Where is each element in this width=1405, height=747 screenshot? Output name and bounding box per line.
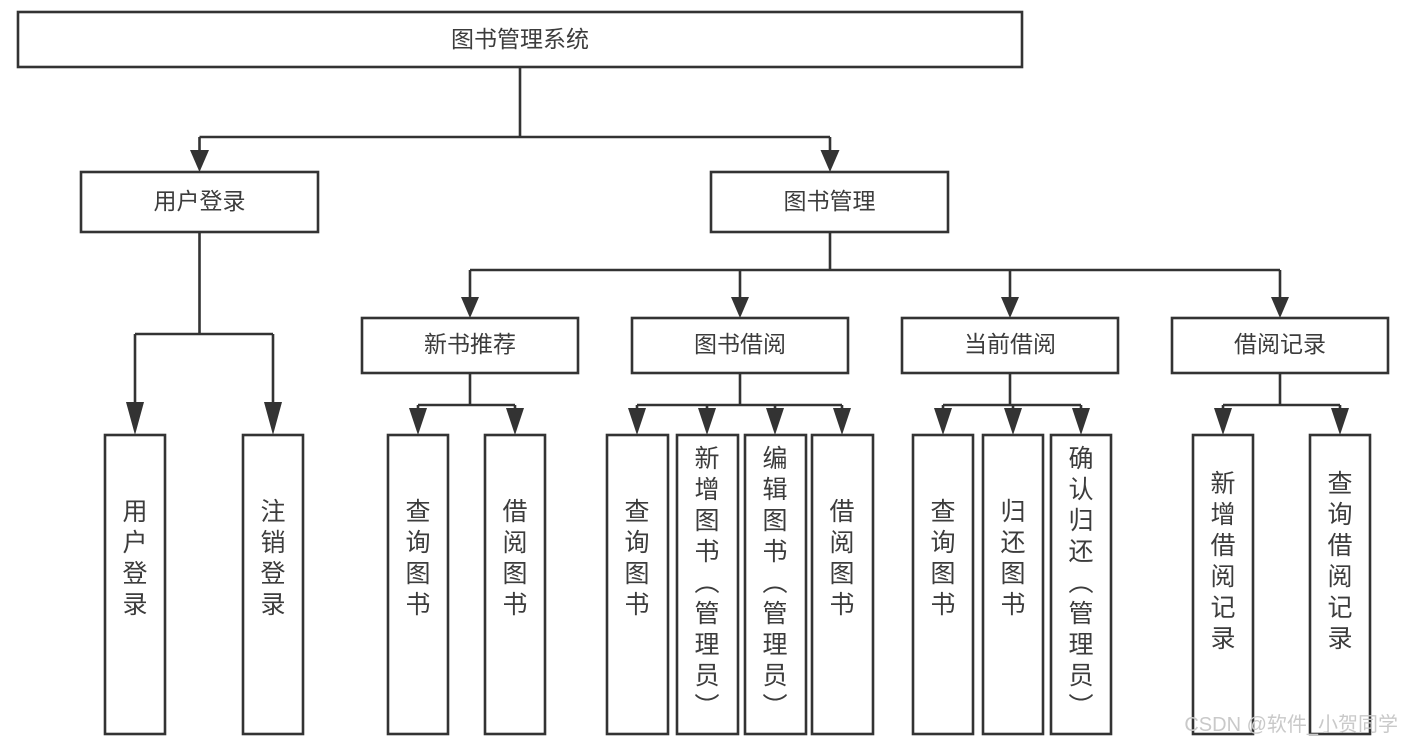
node-new-book-rec-box[interactable] bbox=[360, 316, 580, 375]
arrow-head-borrow-record bbox=[1271, 297, 1289, 318]
node-leaf-user-login-label: 用户登录 bbox=[122, 498, 147, 619]
node-leaf-query-book-rec-box[interactable] bbox=[386, 433, 450, 736]
node-root-label: 图书管理系统 bbox=[451, 26, 589, 52]
arrow-head-leaf-borrow-book bbox=[833, 408, 851, 435]
arrow-head-leaf-user-login bbox=[126, 402, 144, 435]
node-leaf-borrow-book-rec-box[interactable] bbox=[483, 433, 547, 736]
arrow-head-book-borrow bbox=[731, 297, 749, 318]
node-book-borrow[interactable]: 图书借阅 bbox=[630, 316, 850, 375]
arrow-head-leaf-query-book-rec bbox=[409, 408, 427, 435]
node-leaf-query-record-label: 查询借阅记录 bbox=[1327, 470, 1352, 653]
node-new-book-rec-label: 新书推荐 bbox=[424, 331, 516, 357]
node-leaf-borrow-book-rec[interactable]: 借阅图书 bbox=[483, 433, 547, 736]
arrow-head-leaf-edit-book bbox=[766, 408, 784, 435]
arrow-head-current-borrow bbox=[1001, 297, 1019, 318]
arrow-head-leaf-query-book-borrow bbox=[628, 408, 646, 435]
node-leaf-user-logout-label: 注销登录 bbox=[260, 498, 285, 619]
node-leaf-edit-book-box[interactable] bbox=[743, 433, 808, 736]
node-leaf-borrow-book-box[interactable] bbox=[810, 433, 875, 736]
node-current-borrow-label: 当前借阅 bbox=[964, 331, 1056, 357]
node-leaf-add-book[interactable]: 新增图书︵管理员︶ bbox=[675, 433, 740, 736]
arrow-head-leaf-borrow-book-rec bbox=[506, 408, 524, 435]
arrow-head-leaf-query-record bbox=[1331, 408, 1349, 435]
node-book-manage-box[interactable] bbox=[709, 170, 950, 234]
node-leaf-edit-book-label: 编辑图书︵管理员︶ bbox=[762, 445, 787, 721]
node-leaf-query-book-borrow-label: 查询图书 bbox=[624, 498, 649, 619]
arrow-head-leaf-query-book-cur bbox=[934, 408, 952, 435]
node-borrow-record-box[interactable] bbox=[1170, 316, 1390, 375]
node-leaf-query-book-borrow-box[interactable] bbox=[605, 433, 670, 736]
node-leaf-add-record[interactable]: 新增借阅记录 bbox=[1191, 433, 1255, 736]
arrow-head-user-login bbox=[190, 150, 209, 172]
node-leaf-user-login-box[interactable] bbox=[103, 433, 167, 736]
node-leaf-query-book-borrow[interactable]: 查询图书 bbox=[605, 433, 670, 736]
connector-layer bbox=[126, 67, 1349, 435]
node-leaf-confirm-return[interactable]: 确认归还︵管理员︶ bbox=[1049, 433, 1113, 736]
node-leaf-user-logout-box[interactable] bbox=[241, 433, 305, 736]
node-leaf-borrow-book-rec-label: 借阅图书 bbox=[502, 498, 527, 619]
node-user-login-label: 用户登录 bbox=[154, 188, 246, 214]
arrow-head-leaf-add-book bbox=[698, 408, 716, 435]
node-leaf-confirm-return-label: 确认归还︵管理员︶ bbox=[1068, 445, 1093, 721]
node-user-login[interactable]: 用户登录 bbox=[79, 170, 320, 234]
node-book-manage-label: 图书管理 bbox=[784, 188, 876, 214]
node-borrow-record[interactable]: 借阅记录 bbox=[1170, 316, 1390, 375]
node-leaf-return-book[interactable]: 归还图书 bbox=[981, 433, 1045, 736]
node-leaf-query-book-cur[interactable]: 查询图书 bbox=[911, 433, 975, 736]
node-leaf-return-book-label: 归还图书 bbox=[1000, 498, 1025, 619]
node-root-box[interactable] bbox=[16, 10, 1024, 69]
node-book-manage[interactable]: 图书管理 bbox=[709, 170, 950, 234]
node-root[interactable]: 图书管理系统 bbox=[16, 10, 1024, 69]
node-borrow-record-label: 借阅记录 bbox=[1234, 331, 1326, 357]
node-new-book-rec[interactable]: 新书推荐 bbox=[360, 316, 580, 375]
node-leaf-add-record-label: 新增借阅记录 bbox=[1210, 470, 1235, 653]
node-user-login-box[interactable] bbox=[79, 170, 320, 234]
node-book-borrow-box[interactable] bbox=[630, 316, 850, 375]
node-leaf-confirm-return-box[interactable] bbox=[1049, 433, 1113, 736]
arrow-head-book-manage bbox=[820, 150, 840, 172]
node-leaf-add-record-box[interactable] bbox=[1191, 433, 1255, 736]
node-current-borrow-box[interactable] bbox=[900, 316, 1120, 375]
node-leaf-borrow-book[interactable]: 借阅图书 bbox=[810, 433, 875, 736]
node-leaf-user-logout[interactable]: 注销登录 bbox=[241, 433, 305, 736]
arrow-head-new-book-rec bbox=[461, 297, 479, 318]
node-leaf-query-record[interactable]: 查询借阅记录 bbox=[1308, 433, 1372, 736]
node-current-borrow[interactable]: 当前借阅 bbox=[900, 316, 1120, 375]
arrow-head-leaf-return-book bbox=[1004, 408, 1022, 435]
node-leaf-return-book-box[interactable] bbox=[981, 433, 1045, 736]
node-leaf-query-book-rec[interactable]: 查询图书 bbox=[386, 433, 450, 736]
arrow-head-leaf-add-record bbox=[1214, 408, 1232, 435]
node-leaf-add-book-label: 新增图书︵管理员︶ bbox=[694, 445, 719, 721]
node-leaf-query-book-cur-label: 查询图书 bbox=[930, 498, 955, 619]
leaf-nodes-layer: 用户登录 注销登录 查询图书 借阅图书 查询图书 新增图书︵管理员︶ 编辑图书︵… bbox=[103, 433, 1372, 736]
node-leaf-edit-book[interactable]: 编辑图书︵管理员︶ bbox=[743, 433, 808, 736]
node-leaf-query-book-rec-label: 查询图书 bbox=[405, 498, 430, 619]
arrow-head-leaf-user-logout bbox=[264, 402, 282, 435]
arrow-head-leaf-confirm-return bbox=[1072, 408, 1090, 435]
node-leaf-add-book-box[interactable] bbox=[675, 433, 740, 736]
node-book-borrow-label: 图书借阅 bbox=[694, 331, 786, 357]
node-leaf-user-login[interactable]: 用户登录 bbox=[103, 433, 167, 736]
node-leaf-query-record-box[interactable] bbox=[1308, 433, 1372, 736]
node-leaf-query-book-cur-box[interactable] bbox=[911, 433, 975, 736]
csdn-watermark: CSDN @软件_小贺同学 bbox=[1184, 713, 1398, 736]
node-leaf-borrow-book-label: 借阅图书 bbox=[829, 498, 854, 619]
